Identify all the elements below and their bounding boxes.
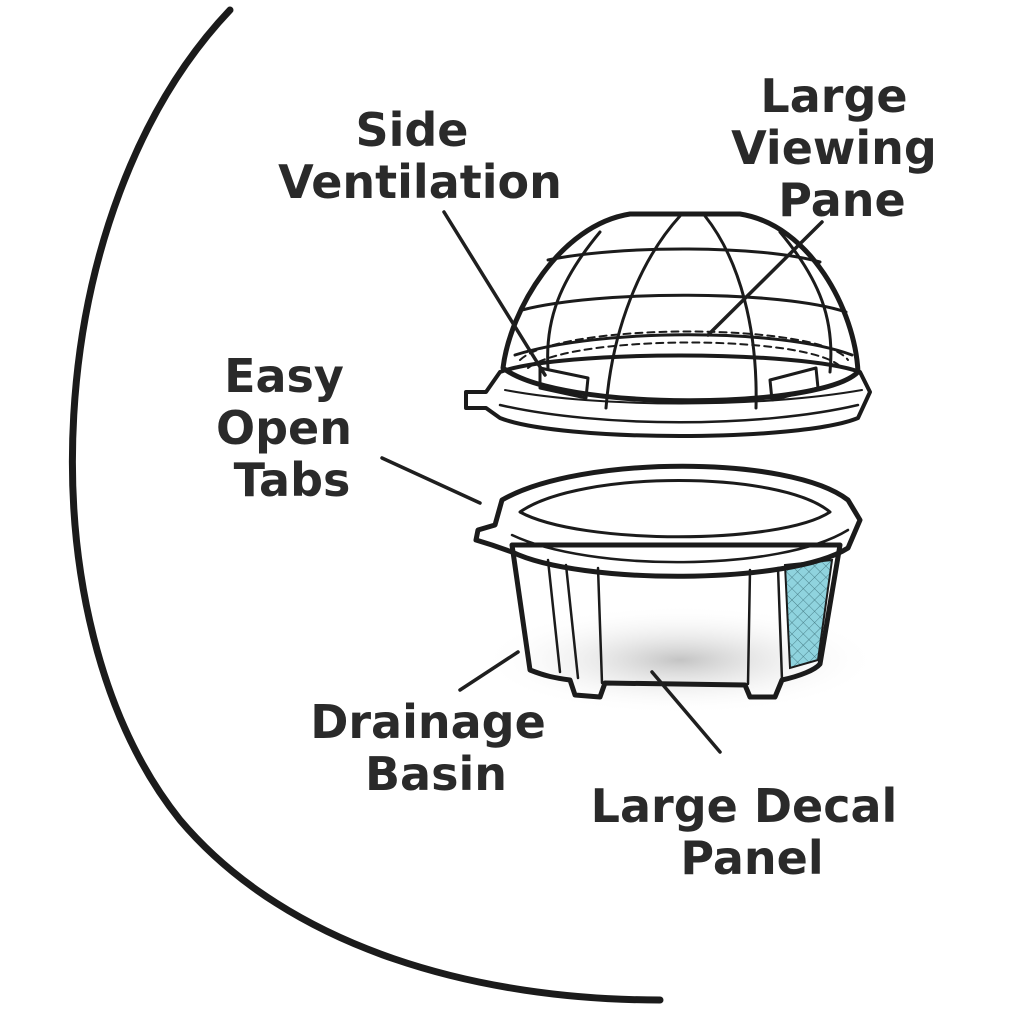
label-drainage-basin: Drainage Basin [310,695,562,801]
lid-flange [464,353,872,438]
label-large-decal-panel: Large Decal Panel [591,779,914,885]
side-vent-left [538,366,590,400]
label-side-ventilation: Side Ventilation [278,103,562,209]
label-easy-open-tabs: Easy Open Tabs [216,349,368,507]
label-large-viewing-pane: Large Viewing Pane [731,69,953,227]
leader-side-ventilation [442,210,547,377]
dome-body [500,211,861,404]
side-vent-right [768,366,820,402]
leader-easy-open-tabs [380,456,482,505]
drainage-basin-tray [473,463,880,715]
leader-large-viewing-pane [706,220,824,337]
basin-body [509,542,843,700]
leader-large-decal-panel [650,670,722,754]
leader-drainage-basin [458,650,520,692]
dome-lid [464,211,872,438]
basin-rim [473,463,863,579]
background-arc [68,6,664,1004]
